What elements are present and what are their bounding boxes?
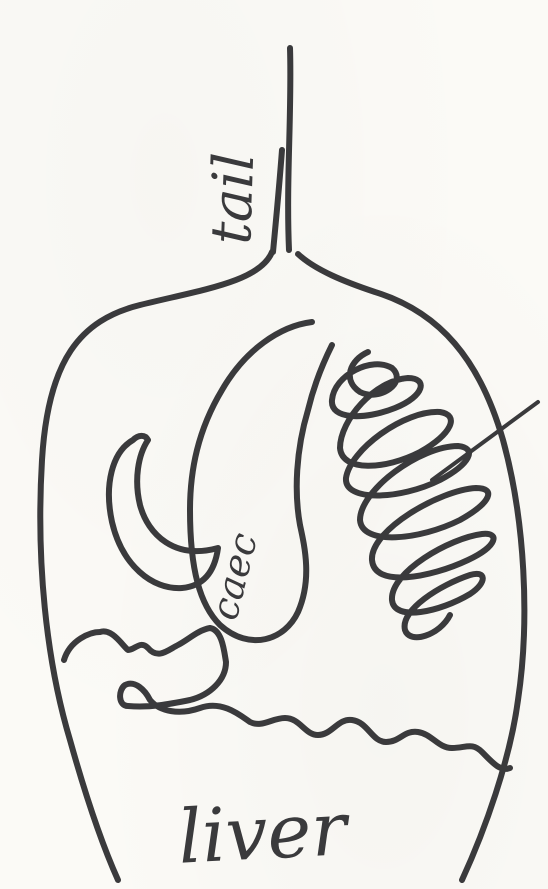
label-liver: liver (176, 786, 353, 881)
label-tail: tail (199, 152, 267, 246)
tail-stroke-right (288, 48, 290, 250)
coiled-organ (332, 352, 538, 637)
tail-stroke-left (273, 150, 282, 252)
label-caec: caec (202, 528, 266, 624)
liver-boundary (64, 628, 510, 769)
caecum-inner-loop (109, 436, 218, 588)
coiled-organ-spiral (332, 352, 494, 637)
tail (273, 48, 290, 252)
